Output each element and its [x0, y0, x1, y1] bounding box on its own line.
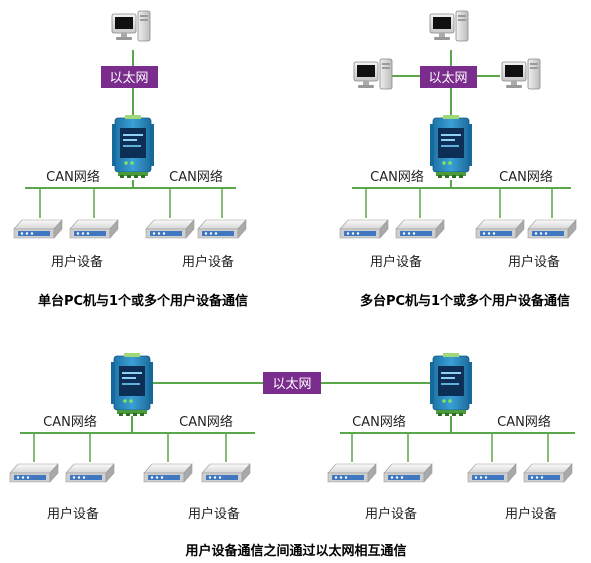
can-bus-label: CAN网络 — [179, 414, 233, 430]
user-device-icon — [527, 219, 577, 239]
panel-single-pc: 以太网 CAN网络 CAN网络 用户设备 用户设备 单台PC机与1个或多个用户设… — [13, 10, 248, 309]
panel-caption: 用户设备通信之间通过以太网相互通信 — [184, 543, 406, 559]
user-device-icon — [13, 219, 63, 239]
user-device-icon — [9, 463, 59, 483]
can-bus-label: CAN网络 — [352, 414, 406, 430]
desktop-pc-icon — [353, 58, 393, 90]
user-device-icon — [69, 219, 119, 239]
user-device-icon — [523, 463, 573, 483]
user-device-icon — [475, 219, 525, 239]
user-device-label: 用户设备 — [508, 254, 560, 270]
user-device-label: 用户设备 — [370, 254, 422, 270]
user-device-label: 用户设备 — [51, 254, 103, 270]
panel-caption: 多台PC机与1个或多个用户设备通信 — [360, 293, 570, 309]
user-device-icon — [65, 463, 115, 483]
user-device-icon — [327, 463, 377, 483]
ethernet-tag — [263, 372, 321, 394]
ethernet-label: 以太网 — [272, 377, 311, 392]
desktop-pc-icon — [429, 10, 469, 42]
can-bus-label: CAN网络 — [370, 169, 424, 185]
ethernet-label: 以太网 — [428, 71, 467, 86]
user-device-label: 用户设备 — [365, 506, 417, 522]
can-ethernet-gateway-icon — [429, 114, 473, 179]
ethernet-tag — [420, 66, 477, 88]
user-device-icon — [383, 463, 433, 483]
panel-device-to-device: 以太网 CAN网络 CAN网络 CAN网络 CAN网络 用户设备 用户设备 用户… — [9, 352, 575, 559]
user-device-label: 用户设备 — [47, 506, 99, 522]
user-device-label: 用户设备 — [182, 254, 234, 270]
user-device-icon — [395, 219, 445, 239]
user-device-icon — [339, 219, 389, 239]
can-ethernet-gateway-icon — [429, 352, 473, 417]
can-bus-label: CAN网络 — [46, 169, 100, 185]
can-bus-label: CAN网络 — [43, 414, 97, 430]
user-device-icon — [143, 463, 193, 483]
can-ethernet-gateway-icon — [111, 114, 155, 179]
user-device-label: 用户设备 — [505, 506, 557, 522]
ethernet-label: 以太网 — [109, 71, 148, 86]
can-bus-label: CAN网络 — [499, 169, 553, 185]
desktop-pc-icon — [111, 10, 151, 42]
user-device-icon — [145, 219, 195, 239]
ethernet-tag — [101, 66, 158, 88]
panel-multiple-pc: 以太网 CAN网络 CAN网络 用户设备 用户设备 多台PC机与1个或多个用户设… — [339, 10, 577, 309]
user-device-icon — [201, 463, 251, 483]
user-device-icon — [467, 463, 517, 483]
panel-caption: 单台PC机与1个或多个用户设备通信 — [38, 293, 248, 309]
can-ethernet-gateway-icon — [110, 352, 154, 417]
can-bus-label: CAN网络 — [169, 169, 223, 185]
user-device-label: 用户设备 — [188, 506, 240, 522]
can-bus-label: CAN网络 — [497, 414, 551, 430]
desktop-pc-icon — [501, 58, 541, 90]
user-device-icon — [197, 219, 247, 239]
